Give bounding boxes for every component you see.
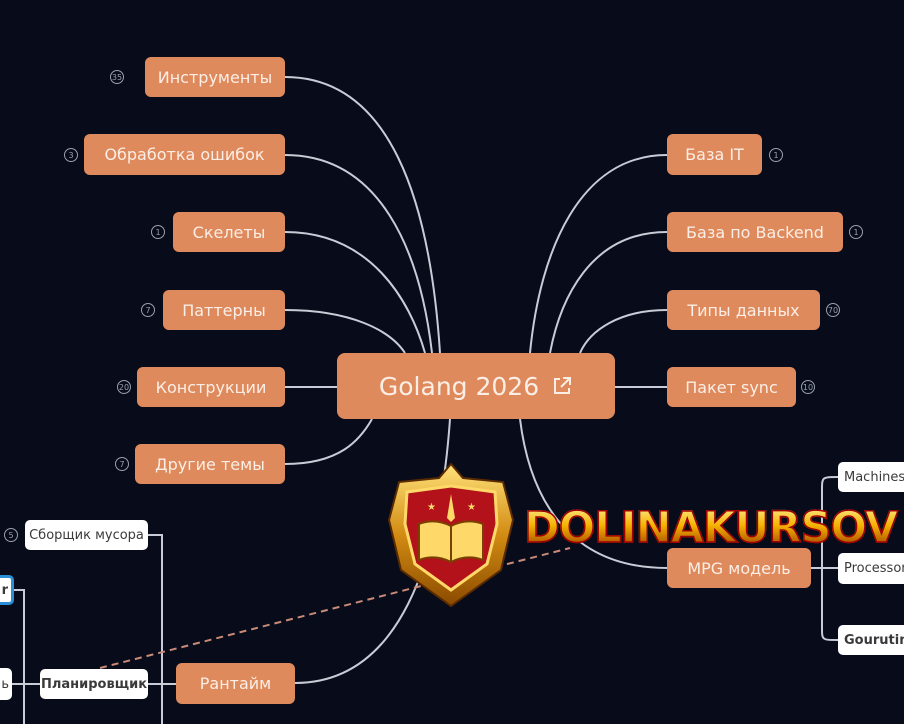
node-data-types[interactable]: Типы данных <box>667 290 820 330</box>
node-label: MPG модель <box>687 558 791 578</box>
node-mpg-model[interactable]: MPG модель <box>667 548 811 588</box>
node-label: Инструменты <box>157 67 273 87</box>
node-other-topics[interactable]: Другие темы <box>135 444 285 484</box>
node-label: Скелеты <box>192 222 266 242</box>
node-partial-selected[interactable]: r <box>0 575 14 605</box>
node-label: Паттерны <box>182 300 266 320</box>
node-skeletons[interactable]: Скелеты <box>173 212 285 252</box>
node-label: Обработка ошибок <box>104 145 265 164</box>
node-label: r <box>1 582 8 598</box>
count-badge[interactable]: 5 <box>4 528 18 542</box>
node-runtime[interactable]: Рантайм <box>176 663 295 704</box>
watermark-text: DOLINAKURSOV <box>523 502 899 554</box>
node-label: Типы данных <box>687 300 800 320</box>
node-it-basics[interactable]: База IT <box>667 134 762 175</box>
node-goroutine[interactable]: Gourutin <box>838 625 904 655</box>
node-errors[interactable]: Обработка ошибок <box>84 134 285 175</box>
root-label: Golang 2026 <box>378 371 540 401</box>
node-label: База по Backend <box>686 222 824 242</box>
node-garbage-collector[interactable]: Сборщик мусора <box>25 520 148 550</box>
node-label: Processor <box>844 561 904 576</box>
count-badge[interactable]: 70 <box>826 303 840 317</box>
node-label: Gourutin <box>844 632 904 648</box>
watermark-shield-logo: ★★ <box>387 462 515 608</box>
node-label: Планировщик <box>40 676 148 692</box>
node-label: База IT <box>685 145 744 164</box>
node-machines[interactable]: Machines <box>838 462 904 492</box>
node-constructs[interactable]: Конструкции <box>137 367 285 407</box>
external-link-icon[interactable] <box>551 375 573 397</box>
count-badge[interactable]: 3 <box>64 148 78 162</box>
svg-text:★: ★ <box>427 502 436 513</box>
count-badge[interactable]: 20 <box>117 380 131 394</box>
node-tools[interactable]: Инструменты <box>145 57 285 97</box>
node-scheduler[interactable]: Планировщик <box>40 669 148 699</box>
root-node[interactable]: Golang 2026 <box>337 353 615 419</box>
node-label: Конструкции <box>155 377 267 397</box>
node-label: Machines <box>844 469 904 485</box>
count-badge[interactable]: 7 <box>141 303 155 317</box>
node-label: Рантайм <box>199 674 272 693</box>
node-label: ь <box>1 676 9 692</box>
node-backend-basics[interactable]: База по Backend <box>667 212 843 252</box>
node-sync-package[interactable]: Пакет sync <box>667 367 796 407</box>
node-label: Другие темы <box>155 454 265 474</box>
count-badge[interactable]: 1 <box>849 225 863 239</box>
node-label: Пакет sync <box>685 377 778 397</box>
node-partial[interactable]: ь <box>0 668 12 700</box>
count-badge[interactable]: 1 <box>769 148 783 162</box>
node-label: Сборщик мусора <box>29 527 144 543</box>
node-processor[interactable]: Processor <box>838 553 904 584</box>
count-badge[interactable]: 35 <box>110 70 124 84</box>
count-badge[interactable]: 10 <box>801 380 815 394</box>
svg-text:★: ★ <box>467 502 476 513</box>
count-badge[interactable]: 1 <box>151 225 165 239</box>
count-badge[interactable]: 7 <box>115 457 129 471</box>
node-patterns[interactable]: Паттерны <box>163 290 285 330</box>
